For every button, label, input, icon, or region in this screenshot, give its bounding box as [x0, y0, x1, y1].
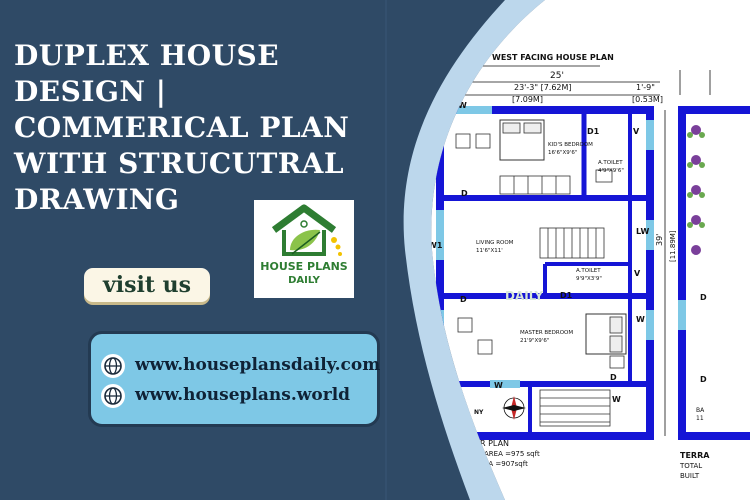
plan-dim-b: 1'-9" [636, 83, 655, 92]
plan-depth-m: [11.89M] [669, 230, 677, 262]
plan-dim-total: 25' [550, 71, 564, 81]
house-leaf-icon [271, 204, 342, 256]
plan-dim-b2: [0.53M] [632, 95, 663, 104]
terrace-built: BUILT [680, 472, 700, 480]
logo-text-line-2: DAILY [288, 275, 320, 286]
right-tag-d: D [700, 293, 707, 302]
room-kids-bedroom: KID'S BEDROOM [548, 142, 593, 148]
tag-w2: W [636, 315, 645, 324]
area-1: AREA =975 sqft [484, 450, 540, 458]
tag-d1-2: D1 [560, 291, 573, 300]
title-line-5: DRAWING [14, 183, 180, 216]
brand-logo: HOUSE PLANS DAILY [254, 200, 354, 298]
plan-dim-a2: [7.09M] [512, 95, 543, 104]
website-links-panel: www.houseplansdaily.com www.houseplans.w… [88, 331, 380, 427]
plan-title: WEST FACING HOUSE PLAN [492, 53, 614, 62]
tag-w1: W1 [428, 241, 443, 250]
terrace-total: TOTAL [679, 462, 702, 470]
visit-us-button[interactable]: visit us [84, 268, 210, 302]
tag-d1: D1 [587, 127, 600, 136]
title-line-3: COMMERICAL PLAN [14, 111, 350, 144]
tag-w4: W [494, 381, 503, 390]
tag-w3: W [432, 341, 441, 350]
room-atoilet2: A.TOILET [576, 268, 601, 274]
room-master: MASTER BEDROOM [520, 330, 573, 336]
room-master-size: 21'9"X9'6" [520, 338, 549, 344]
terrace-caption: TERRA [680, 451, 710, 460]
right-ba: BA [696, 407, 705, 414]
tag-d: D [461, 189, 468, 198]
room-living: LIVING ROOM [476, 240, 514, 246]
website-link-1[interactable]: www.houseplansdaily.com [135, 355, 381, 375]
tag-ny: NY [474, 409, 484, 416]
title-line-1: DUPLEX HOUSE [14, 39, 280, 72]
area-2: EA =907sqft [484, 460, 528, 468]
page-title: DUPLEX HOUSE DESIGN | COMMERICAL PLAN WI… [14, 38, 414, 218]
plan-watermark: DAILY [505, 289, 543, 303]
room-atoilet-size: 4'9"X9'6" [598, 168, 624, 174]
room-atoilet2-size: 9'9"X3'9" [576, 276, 602, 282]
title-line-4: WITH STRUCUTRAL [14, 147, 345, 180]
tag-w: W [458, 101, 467, 110]
room-kids-size: 16'6"X9'6" [548, 150, 577, 156]
website-link-2[interactable]: www.houseplans.world [135, 385, 351, 405]
compass-icon [502, 396, 526, 420]
floor-caption: R PLAN [480, 439, 509, 448]
tag-v: V [633, 127, 640, 136]
plan-depth: 39' [655, 234, 664, 246]
globe-icon [101, 384, 125, 408]
tag-v2: V [634, 269, 641, 278]
logo-text-line-1: HOUSE PLANS [260, 260, 348, 273]
room-atoilet: A.TOILET [598, 160, 623, 166]
tag-w5: W [612, 395, 621, 404]
tag-d-3: D [610, 373, 617, 382]
tag-d-2: D [460, 295, 467, 304]
right-one: 11 [696, 415, 704, 422]
title-line-2: DESIGN | [14, 75, 167, 108]
room-living-size: 11'6"X11' [476, 248, 503, 254]
plan-dim-a: 23'-3" [7.62M] [514, 83, 572, 92]
right-tag-d2: D [700, 375, 707, 384]
globe-icon [101, 354, 125, 378]
tag-lw: LW [636, 227, 649, 236]
